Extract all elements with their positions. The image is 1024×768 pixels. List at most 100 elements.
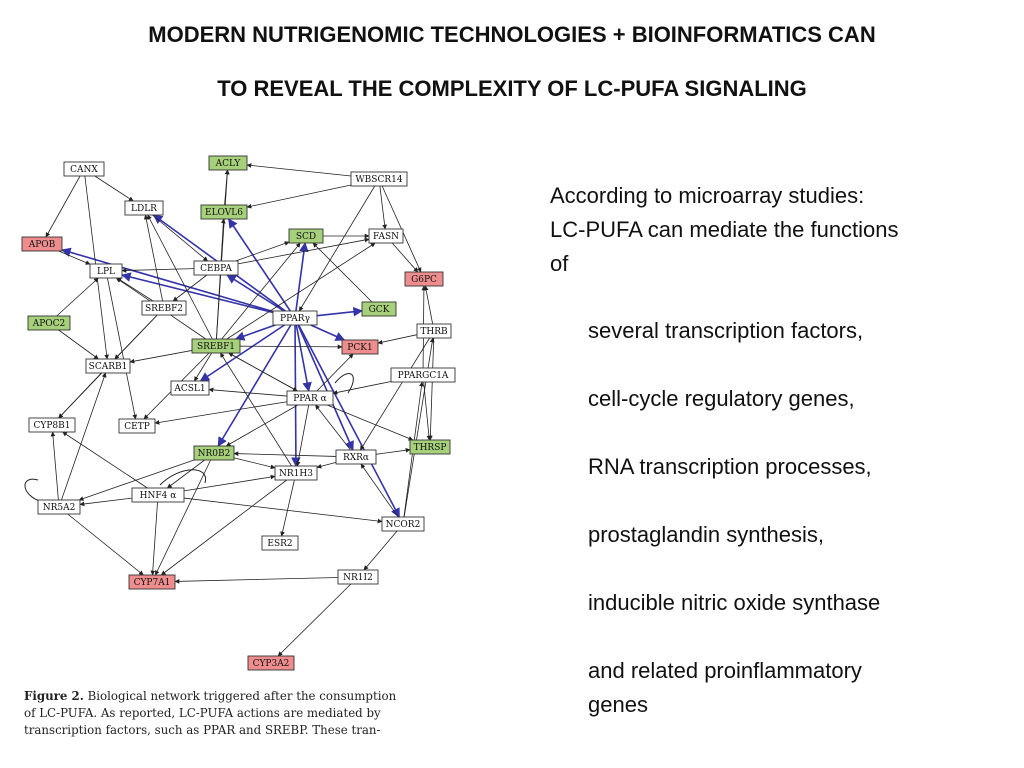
edge-pparg-to-srebf1 <box>234 324 276 341</box>
gene-node-box <box>141 300 187 316</box>
gene-node-box <box>272 310 318 326</box>
gene-node-box <box>261 535 299 551</box>
gene-node-label: RXRα <box>343 453 369 463</box>
gene-node-box <box>89 263 123 279</box>
edge-wbscr14-to-elovl6 <box>246 184 352 209</box>
list-item: inducible nitric oxide synthase <box>588 590 881 615</box>
gene-node-label: CETP <box>124 422 150 432</box>
gene-node-ncor2: NCOR2 <box>381 516 425 532</box>
list-item: prostaglandin synthesis, <box>588 522 825 547</box>
edge-nr1h3-to-srebf1 <box>220 352 292 467</box>
gene-node-box <box>335 449 377 465</box>
gene-node-label: SCARB1 <box>89 362 128 372</box>
gene-node-label: CEBPA <box>200 264 232 274</box>
gene-node-nr1i2: NR1I2 <box>337 569 379 585</box>
gene-node-ldlr: LDLR <box>124 200 164 216</box>
gene-node-box <box>368 228 404 244</box>
gene-node-pparg: PPARγ <box>272 310 318 326</box>
gene-node-acsl1: ACSL1 <box>170 380 210 396</box>
list-item: cell-cycle regulatory genes, <box>588 386 855 411</box>
edge-rxra-to-thrsp <box>375 447 411 455</box>
edge-ncor2-to-thrb <box>403 337 435 518</box>
edge-pparg-to-cebpa <box>226 274 285 312</box>
gene-node-box <box>85 358 131 374</box>
gene-node-cebpa: CEBPA <box>193 260 239 276</box>
gene-node-box <box>37 499 81 515</box>
edge-ppara-to-nr0b2 <box>225 404 298 447</box>
gene-node-box <box>191 338 241 354</box>
gene-node-label: THRSP <box>414 443 447 453</box>
gene-node-g6pc: G6PC <box>404 271 444 287</box>
gene-node-label: WBSCR14 <box>355 175 402 185</box>
edge-thrb-to-rxra <box>359 337 431 451</box>
edge-scarb1-to-cyp8b1 <box>58 372 102 419</box>
edge-cebpa-to-scd <box>235 241 290 262</box>
gene-node-label: ACSL1 <box>173 384 205 394</box>
self-loop-hnf4a <box>159 469 206 486</box>
edge-thrb-to-pck1 <box>377 334 418 345</box>
edge-wbscr14-to-fasn <box>379 185 387 230</box>
gene-node-label: LPL <box>97 267 115 277</box>
gene-node-box <box>404 271 444 287</box>
intro-text: According to microarray studies: LC-PUFA… <box>550 179 1010 281</box>
edge-fasn-to-g6pc <box>391 242 419 273</box>
edge-srebf2-to-ldlr <box>143 214 163 302</box>
edge-hnf4a-to-cyp8b1 <box>62 431 148 489</box>
gene-node-box <box>361 301 397 317</box>
edge-srebf2-to-lpl <box>116 277 154 302</box>
edge-srebf1-to-ldlr <box>147 214 213 340</box>
gene-node-apoc2: APOC2 <box>27 315 71 331</box>
gene-node-label: CANX <box>70 165 98 175</box>
list-item: several transcription factors, <box>588 318 864 343</box>
caption-line-3: transcription factors, such as PPAR and … <box>24 723 381 737</box>
edge-thrb-to-g6pc <box>423 285 434 325</box>
edge-hnf4a-to-cyp7a1 <box>150 501 158 576</box>
edge-nr5a2-to-cyp7a1 <box>67 513 144 576</box>
edge-ppara-to-cetp <box>154 401 288 425</box>
edge-srebf1-to-pck1 <box>239 344 343 350</box>
gene-node-nr5a2: NR5A2 <box>37 499 81 515</box>
edge-pparg-to-scd <box>295 242 309 312</box>
gene-node-acly: ACLY <box>208 155 248 171</box>
gene-node-label: NCOR2 <box>386 520 421 530</box>
edge-ppara-to-srebf1 <box>228 352 298 392</box>
gene-node-label: SREBF1 <box>197 342 235 352</box>
gene-node-box <box>21 236 63 252</box>
gene-node-box <box>208 155 248 171</box>
gene-node-cyp8b1: CYP8B1 <box>28 417 76 433</box>
edge-pparg-to-ppara <box>295 324 312 392</box>
gene-node-nr0b2: NR0B2 <box>193 445 235 461</box>
edge-pparg-to-lpl <box>121 272 274 314</box>
edge-nr1h3-to-esr2 <box>280 479 295 537</box>
gene-node-canx: CANX <box>63 161 105 177</box>
gene-node-box <box>409 439 451 455</box>
gene-node-label: APOC2 <box>32 319 66 329</box>
list-item: and related proinflammatory <box>588 658 862 683</box>
list-item: RNA transcription processes, <box>588 454 872 479</box>
edge-nr5a2-to-scarb1 <box>61 372 107 501</box>
gene-node-esr2: ESR2 <box>261 535 299 551</box>
gene-node-label: NR0B2 <box>198 449 231 459</box>
gene-node-label: APOB <box>28 240 56 250</box>
intro-line-2: LC-PUFA can mediate the functions <box>550 217 899 242</box>
edge-srebf1-to-scd <box>221 242 301 340</box>
gene-node-box <box>286 390 334 406</box>
gene-node-label: FASN <box>373 232 399 242</box>
gene-node-scarb1: SCARB1 <box>85 358 131 374</box>
gene-node-box <box>274 465 318 481</box>
gene-node-box <box>193 260 239 276</box>
gene-node-label: PCK1 <box>347 343 372 353</box>
edge-cebpa-to-lpl <box>121 268 195 273</box>
edge-srebf1-to-acsl1 <box>193 352 213 382</box>
gene-node-box <box>124 200 164 216</box>
gene-node-ppara: PPAR α <box>286 390 334 406</box>
slide-title-line-2: TO REVEAL THE COMPLEXITY OF LC-PUFA SIGN… <box>217 76 807 101</box>
gene-node-apob: APOB <box>21 236 63 252</box>
edge-hnf4a-to-nr5a2 <box>79 497 133 507</box>
gene-node-box <box>341 339 379 355</box>
caption-line-2: of LC-PUFA. As reported, LC-PUFA actions… <box>24 706 381 720</box>
edge-pparg-to-pck1 <box>310 324 346 341</box>
edge-wbscr14-to-acly <box>246 163 352 177</box>
edge-rxra-to-ppara <box>315 404 351 451</box>
